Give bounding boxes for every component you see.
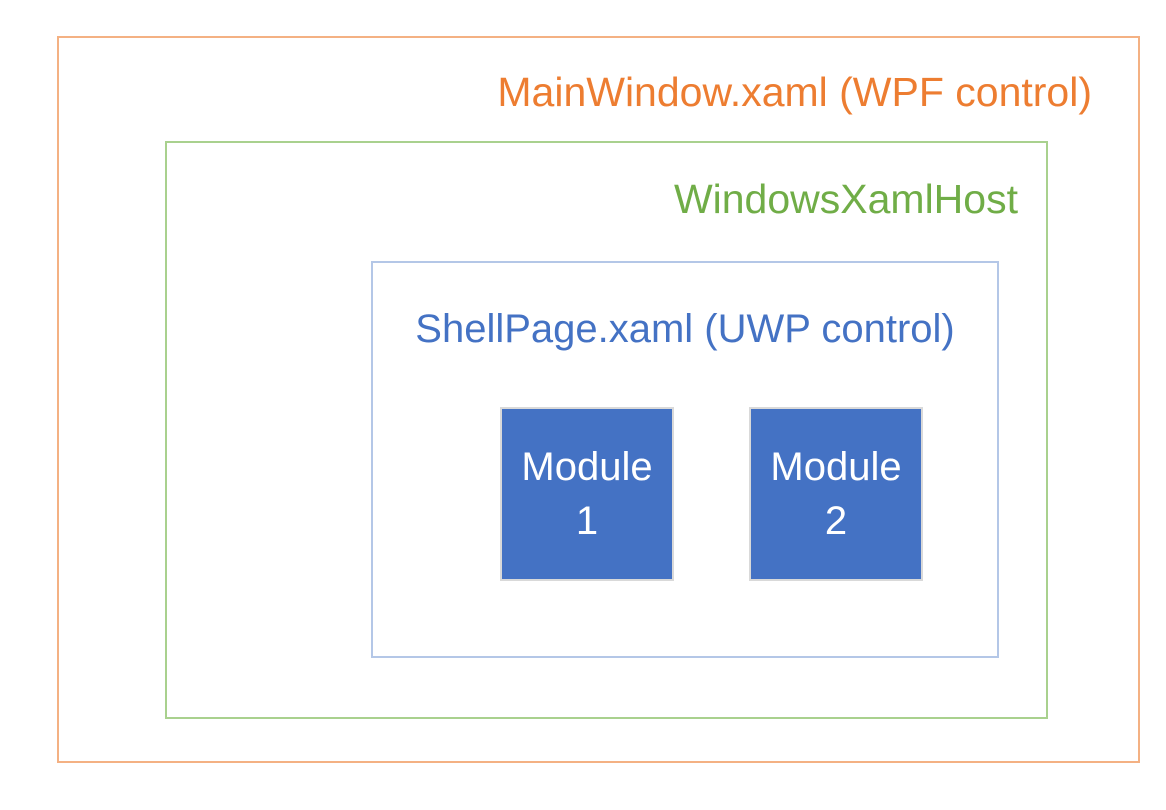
module-1-number: 1 [575, 499, 599, 543]
mainwindow-wpf-label: MainWindow.xaml (WPF control) [497, 69, 1092, 115]
mainwindow-wpf-box: MainWindow.xaml (WPF control) WindowsXam… [57, 36, 1140, 763]
windowsxamlhost-label: WindowsXamlHost [673, 176, 1018, 222]
module-2-box: Module 2 [749, 407, 923, 581]
windowsxamlhost-box: WindowsXamlHost ShellPage.xaml (UWP cont… [165, 141, 1048, 719]
module-1-box: Module 1 [500, 407, 674, 581]
module-1-name: Module [521, 445, 653, 489]
shellpage-uwp-label: ShellPage.xaml (UWP control) [415, 307, 955, 351]
module-2-name: Module [770, 445, 902, 489]
module-2-number: 2 [824, 499, 848, 543]
shellpage-uwp-box: ShellPage.xaml (UWP control) Module 1 Mo… [371, 261, 999, 658]
